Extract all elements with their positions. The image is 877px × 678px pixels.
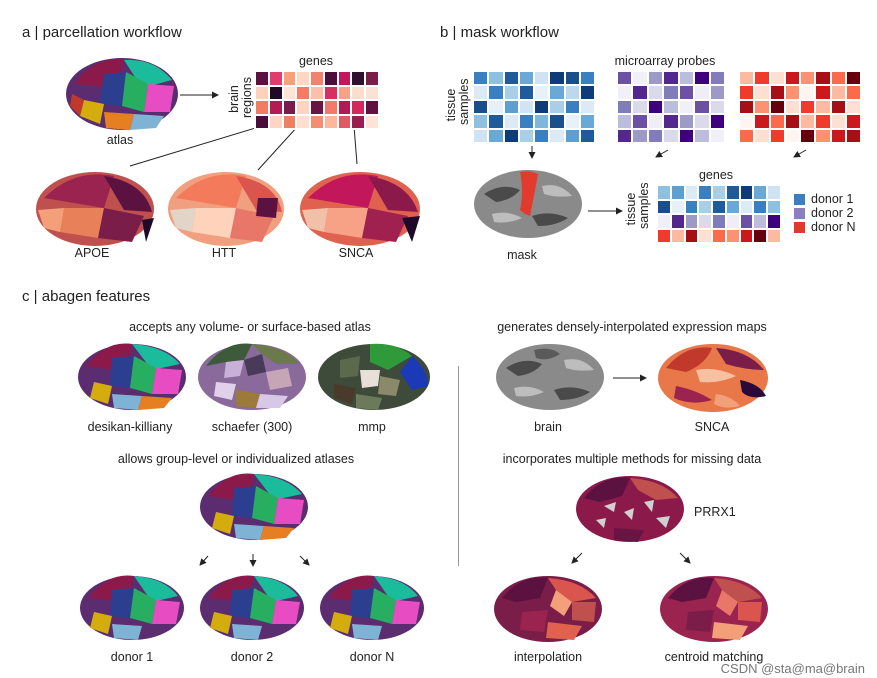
genes-label-b: genes — [698, 168, 734, 182]
donor-1-brain — [80, 575, 184, 640]
matrix-to-htt-line — [257, 125, 299, 171]
group-heading: allows group-level or individualized atl… — [117, 452, 355, 466]
legend-donor-2: donor 2 — [794, 206, 853, 220]
gene-sample-matrix — [656, 184, 782, 244]
snca-brain-a — [300, 172, 420, 246]
group-arrow-3 — [299, 555, 310, 566]
missing-arrow-1 — [571, 552, 583, 564]
donor-n-brain — [320, 575, 424, 640]
interpolation-label: interpolation — [513, 650, 583, 664]
probes-down-arrow-3 — [793, 149, 807, 158]
brain-regions-label-line-2: regions — [240, 77, 254, 118]
mmp-label: mmp — [358, 420, 386, 434]
legend-swatch-donor-2 — [794, 207, 805, 219]
atlas-brain — [66, 58, 178, 130]
probe-matrix-donor-2 — [616, 70, 726, 144]
donor-2-label: donor 2 — [230, 650, 274, 664]
group-arrow-1 — [199, 555, 209, 566]
interp-heading: generates densely-interpolated expressio… — [497, 320, 767, 334]
microarray-probes-label: microarray probes — [614, 54, 716, 68]
panel-divider — [458, 366, 459, 566]
desikan-killiany-brain — [78, 343, 186, 410]
mask-label: mask — [507, 248, 537, 262]
snca-label-c: SNCA — [694, 420, 730, 434]
centroid-matching-brain — [660, 576, 768, 642]
legend-label-donor-n: donor N — [811, 220, 856, 234]
panel-a-title: a | parcellation workflow — [22, 24, 182, 41]
snca-label-a: SNCA — [338, 246, 374, 260]
panel-b-title: b | mask workflow — [440, 24, 559, 41]
atlas-label: atlas — [106, 133, 134, 147]
missing-heading: incorporates multiple methods for missin… — [502, 452, 762, 466]
mask-brain — [474, 170, 582, 238]
gene-region-matrix — [254, 70, 380, 130]
apoe-label: APOE — [74, 246, 110, 260]
probe-matrix-donor-1 — [472, 70, 596, 144]
interpolation-brain — [494, 576, 602, 642]
donor-1-label: donor 1 — [110, 650, 154, 664]
legend-swatch-donor-n — [794, 221, 805, 233]
tissue-samples-label-b: tissue samples — [624, 182, 651, 229]
probes-down-arrow-2 — [655, 149, 669, 158]
legend-donor-n: donor N — [794, 220, 855, 234]
legend-label-donor-2: donor 2 — [811, 206, 854, 220]
schaefer-brain — [198, 343, 306, 410]
panel-c-title: c | abagen features — [22, 288, 151, 305]
donor-n-label: donor N — [349, 650, 395, 664]
atlas-heading: accepts any volume- or surface-based atl… — [129, 320, 371, 334]
plain-brain — [496, 344, 604, 410]
brain-regions-label: brain regions — [227, 77, 254, 118]
matrix-to-apoe-line — [129, 125, 263, 167]
tissue-samples-label: tissue samples — [444, 78, 471, 125]
tissue-samples-label-line-2: samples — [457, 78, 471, 125]
htt-label: HTT — [211, 246, 237, 260]
htt-brain — [168, 172, 284, 246]
genes-label-a: genes — [298, 54, 334, 68]
matrix-to-snca-line — [353, 125, 358, 165]
snca-brain-c — [658, 344, 768, 412]
prrx1-brain — [576, 476, 684, 542]
tissue-samples-label-b-line-2: samples — [637, 182, 651, 229]
legend-label-donor-1: donor 1 — [811, 192, 854, 206]
apoe-brain — [36, 172, 154, 246]
mmp-brain — [318, 343, 430, 410]
legend-donor-1: donor 1 — [794, 192, 853, 206]
donor-2-brain — [200, 575, 304, 640]
missing-arrow-2 — [679, 552, 691, 564]
watermark: CSDN @sta@ma@brain — [720, 661, 865, 676]
centroid-matching-label: centroid matching — [664, 650, 764, 664]
prrx1-label: PRRX1 — [694, 505, 736, 519]
probe-matrix-donor-n — [738, 70, 862, 144]
group-atlas-brain — [200, 473, 308, 540]
legend-swatch-donor-1 — [794, 193, 805, 205]
schaefer-label: schaefer (300) — [211, 420, 293, 434]
desikan-killiany-label: desikan-killiany — [87, 420, 173, 434]
brain-label: brain — [534, 420, 562, 434]
